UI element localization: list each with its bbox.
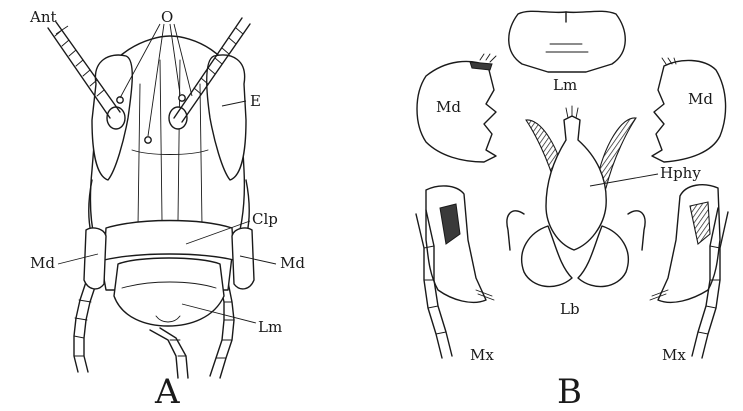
label-ocelli: O <box>161 8 173 26</box>
label-compound-eye: E <box>250 92 261 110</box>
label-mandible-b-left: Md <box>436 98 461 116</box>
ocellus-median <box>145 137 151 143</box>
labrum-isolated <box>509 11 626 72</box>
mandible-left <box>84 228 106 289</box>
label-labrum-b: Lm <box>553 76 577 94</box>
label-ant: Ant <box>29 8 57 26</box>
mandible-isolated-right <box>652 60 726 162</box>
label-maxilla-left: Mx <box>470 346 494 364</box>
hypopharynx-labium <box>507 106 645 287</box>
labrum <box>114 258 224 326</box>
label-mandible-b-right: Md <box>688 90 713 108</box>
label-clypeus: Clp <box>252 210 278 228</box>
panel-letter-a: A <box>154 372 180 411</box>
clypeus <box>104 221 234 261</box>
panel-a-head <box>48 18 254 378</box>
label-mandible-right: Md <box>280 254 305 272</box>
label-hypopharynx: Hphy <box>660 164 701 182</box>
label-labium: Lb <box>560 300 580 318</box>
label-maxilla-right: Mx <box>662 346 686 364</box>
label-labrum: Lm <box>258 318 282 336</box>
panel-letter-b: B <box>557 372 582 411</box>
label-mandible-left: Md <box>30 254 55 272</box>
maxilla-right <box>650 185 728 358</box>
ocellus-right <box>179 95 185 101</box>
maxilla-left <box>416 186 494 358</box>
